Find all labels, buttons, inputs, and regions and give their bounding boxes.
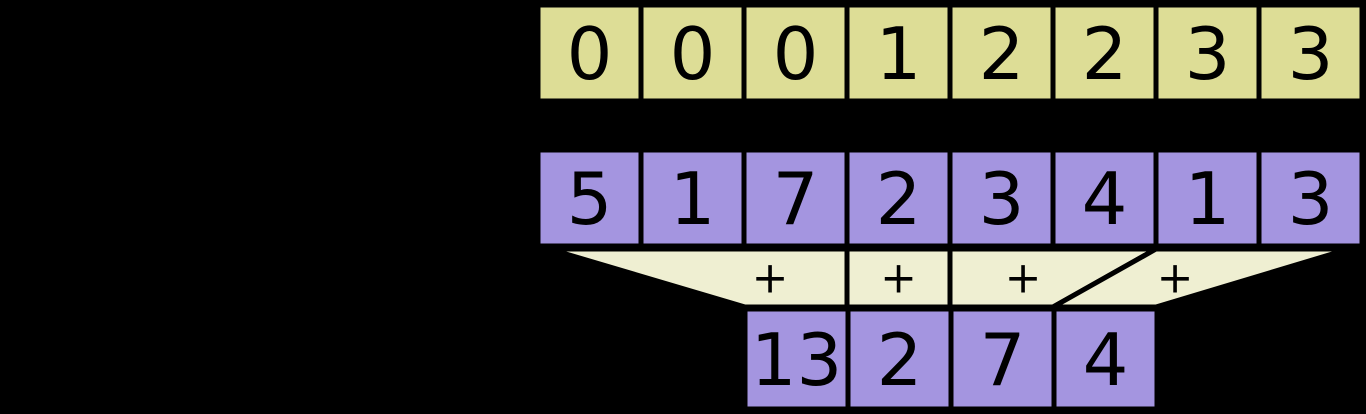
values-cell-label: 7: [773, 157, 819, 241]
reduction-funnel-band: + + + +: [548, 246, 1350, 310]
results-cell-label: 4: [1083, 318, 1129, 402]
results-row: 13 2 7 4: [742, 306, 1160, 412]
keys-cell-label: 0: [773, 12, 819, 96]
keys-cell-label: 2: [979, 12, 1025, 96]
results-cell-label: 7: [980, 318, 1026, 402]
keys-cell-label: 1: [876, 12, 922, 96]
values-cell-label: 4: [1082, 157, 1128, 241]
keys-cell: [638, 2, 747, 104]
keys-cell-label: 2: [1082, 12, 1128, 96]
plus-operator-icon: +: [1005, 253, 1042, 304]
keys-cell-label: 0: [670, 12, 716, 96]
results-cell-label: 2: [877, 318, 923, 402]
keys-cell: [1256, 2, 1365, 104]
results-cell: [948, 306, 1057, 412]
values-cell-label: 5: [567, 157, 613, 241]
values-cell: [638, 147, 747, 249]
plus-operator-icon: +: [1157, 253, 1194, 304]
results-cell: [1051, 306, 1160, 412]
keys-cell: [1153, 2, 1262, 104]
values-cell: [535, 147, 644, 249]
keys-cell-label: 3: [1288, 12, 1334, 96]
values-cell: [947, 147, 1056, 249]
funnel-segment-0: [548, 246, 850, 310]
plus-operator-icon: +: [880, 253, 917, 304]
keys-cell: [741, 2, 850, 104]
values-cell: [1256, 147, 1365, 249]
values-cell-label: 1: [670, 157, 716, 241]
values-cell: [844, 147, 953, 249]
keys-cell-label: 3: [1185, 12, 1231, 96]
values-cell-label: 1: [1185, 157, 1231, 241]
keys-cell: [535, 2, 644, 104]
values-row: 5 1 7 2 3 4 1 3: [535, 147, 1365, 249]
results-cell: [742, 306, 851, 412]
keys-cell-label: 0: [567, 12, 613, 96]
keys-row: 0 0 0 1 2 2 3 3: [535, 2, 1365, 104]
values-cell-label: 3: [1288, 157, 1334, 241]
plus-operator-icon: +: [752, 253, 789, 304]
values-cell-label: 3: [979, 157, 1025, 241]
values-cell-label: 2: [876, 157, 922, 241]
results-cell-label: 13: [751, 318, 843, 402]
keys-cell: [947, 2, 1056, 104]
